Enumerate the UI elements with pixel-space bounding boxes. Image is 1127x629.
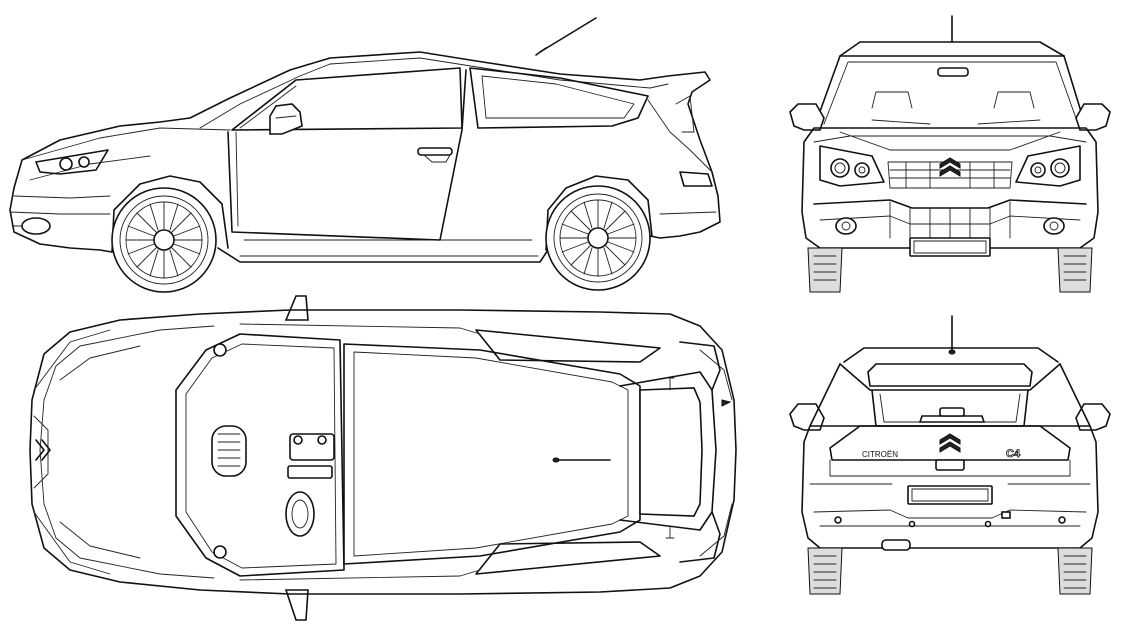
rear-brand-badge: CITROËN [862, 450, 898, 459]
top-view [0, 290, 745, 629]
rear-model-badge: C4 [1006, 448, 1021, 460]
rear-view: CITROËN C4 [780, 312, 1120, 612]
rear-wheel-side [545, 185, 651, 291]
front-view-drawing [789, 15, 1111, 293]
front-wheel-side [111, 187, 217, 293]
rear-view-drawing: CITROËN C4 [789, 315, 1111, 595]
side-view-drawing [9, 17, 721, 293]
front-view [780, 12, 1120, 302]
top-view-drawing [29, 295, 737, 621]
side-view [0, 0, 740, 305]
